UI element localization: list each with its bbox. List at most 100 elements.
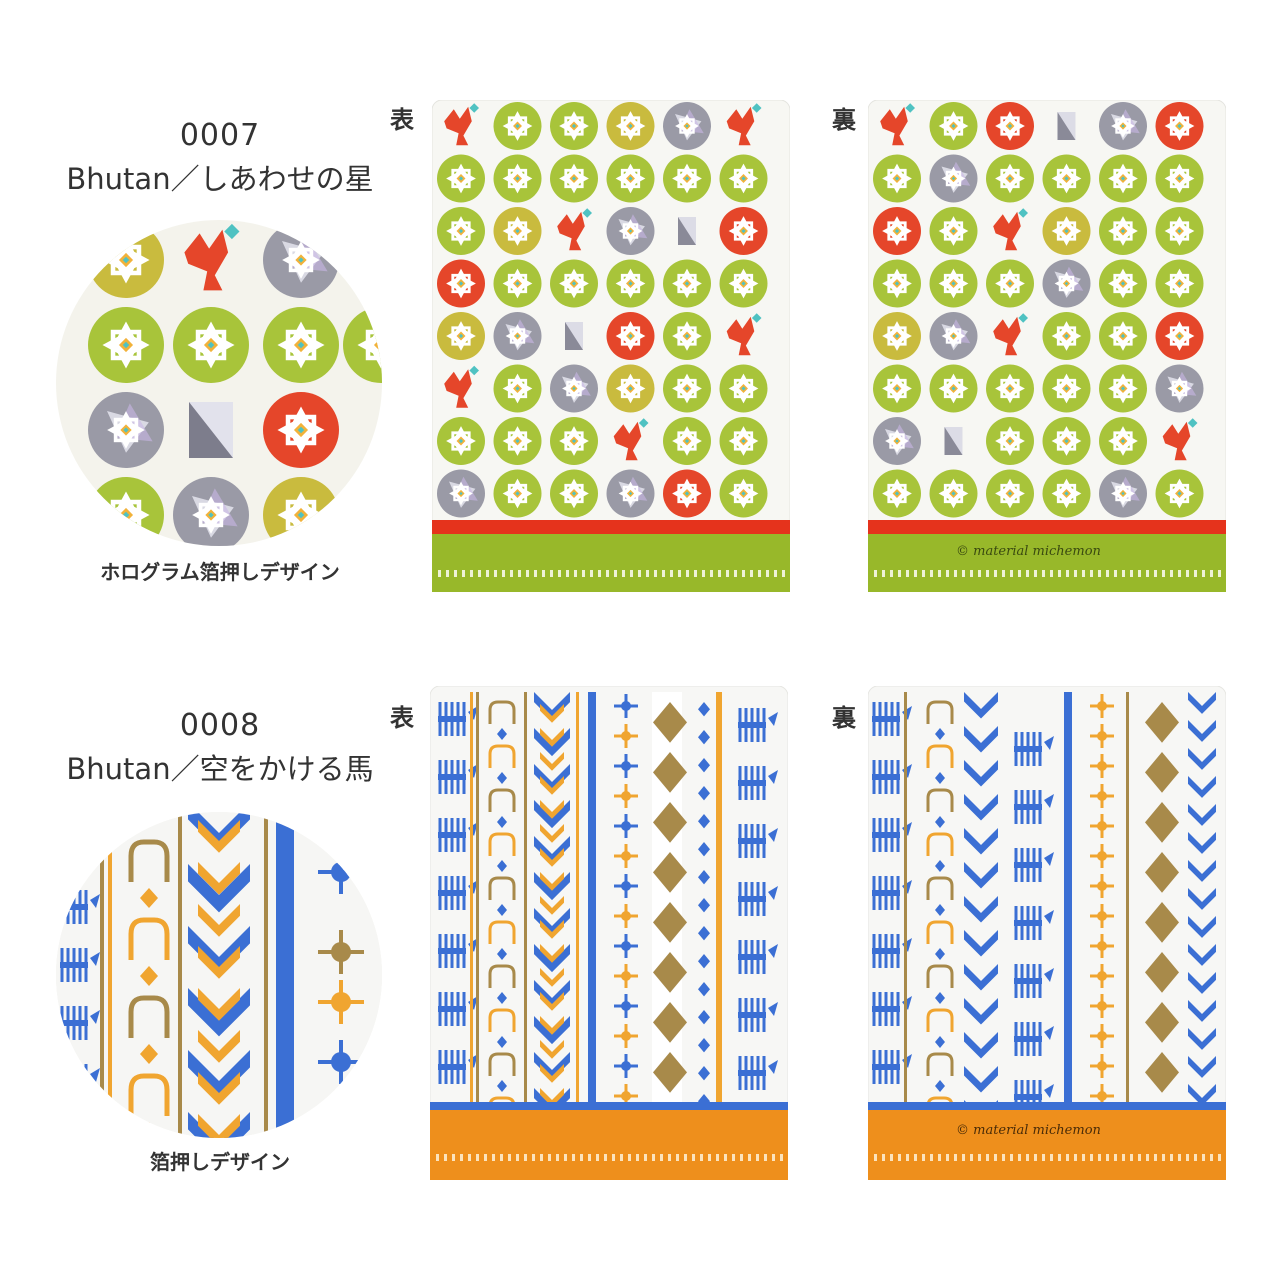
- star-motif: [184, 223, 240, 291]
- bird-motif: [1162, 421, 1191, 461]
- signature: © material michemon: [956, 1123, 1101, 1138]
- star-motif: [929, 259, 978, 308]
- star-motif: [550, 417, 598, 465]
- star-motif: [550, 154, 598, 203]
- zigzag-stripe: [198, 820, 240, 1138]
- blue-band: [868, 1102, 1226, 1110]
- star-motif: [1057, 112, 1076, 140]
- star-motif: [929, 364, 978, 413]
- star-motif: [873, 207, 921, 255]
- star-cross-stripe: [318, 850, 364, 1084]
- star-motif: [437, 312, 485, 360]
- star-motif: [1155, 312, 1204, 360]
- star-motif: [606, 259, 655, 308]
- folder-sheet: [430, 686, 788, 1180]
- star-motif: [873, 469, 921, 518]
- back-label: 裏: [832, 106, 856, 134]
- star-motif: [613, 418, 649, 461]
- star-motif: [663, 364, 711, 413]
- diamond-stripe: [1145, 702, 1179, 1093]
- star-motif: [663, 469, 711, 518]
- star-motif: [263, 222, 339, 298]
- star-motif: [1155, 207, 1204, 255]
- product-name: Bhutan／しあわせの星: [66, 162, 374, 196]
- product-name: Bhutan／空をかける馬: [66, 752, 374, 786]
- star-motif: [873, 312, 921, 360]
- bottom-strip: [430, 1110, 788, 1180]
- star-motif: [873, 364, 921, 413]
- star-motif: [1099, 417, 1147, 465]
- star-motif: [1042, 312, 1091, 360]
- blue-stripe: [588, 692, 596, 1102]
- star-motif: [1155, 259, 1204, 308]
- bird-motif: [557, 211, 585, 251]
- star-motif: [88, 392, 164, 468]
- horse-motif-stripe: [1014, 732, 1054, 1114]
- star-motif: [1042, 154, 1091, 203]
- star-motif: [606, 469, 655, 518]
- star-motif: [565, 322, 583, 350]
- star-motif: [437, 469, 485, 518]
- star-motif: [719, 364, 768, 413]
- star-motif: [1042, 207, 1091, 255]
- star-motif: [493, 154, 542, 203]
- bird-motif: [726, 316, 755, 356]
- star-motif: [1162, 418, 1198, 461]
- detail-zoom-circle: [56, 220, 382, 546]
- star-motif: [1099, 364, 1147, 413]
- red-band: [432, 520, 790, 534]
- star-motif: [929, 154, 978, 203]
- bird-motif: [444, 106, 472, 146]
- star-motif: [1042, 259, 1091, 308]
- star-motif: [678, 217, 696, 245]
- star-motif: [1042, 417, 1091, 465]
- star-motif: [493, 207, 542, 255]
- star-motif: [986, 102, 1034, 150]
- folder-sheet: [868, 686, 1226, 1180]
- back-label: 裏: [832, 704, 856, 732]
- star-motif: [189, 402, 233, 458]
- star-motif: [880, 103, 915, 146]
- back-folder-image: © material michemon: [868, 686, 1226, 1180]
- bird-motif: [444, 369, 472, 408]
- star-motif: [1099, 259, 1147, 308]
- star-motif: [986, 364, 1034, 413]
- star-motif: [663, 312, 711, 360]
- star-motif: [557, 208, 592, 251]
- star-motif: [173, 477, 249, 546]
- star-motif: [1099, 207, 1147, 255]
- bottom-strip: [868, 534, 1226, 592]
- star-motif: [929, 469, 978, 518]
- star-motif: [606, 102, 655, 150]
- star-motif: [986, 417, 1034, 465]
- blue-stripe: [1064, 692, 1072, 1102]
- glyph-stripe: [488, 700, 516, 1136]
- star-motif: [606, 364, 655, 413]
- star-motif: [437, 154, 485, 203]
- bird-motif: [993, 316, 1021, 356]
- bottom-strip: [432, 534, 790, 592]
- front-label: 表: [390, 106, 414, 134]
- star-motif: [663, 259, 711, 308]
- star-motif: [437, 259, 485, 308]
- star-motif: [263, 392, 339, 468]
- star-motif: [663, 417, 711, 465]
- star-motif: [493, 364, 542, 413]
- front-folder-image: [430, 686, 788, 1180]
- star-motif: [263, 307, 339, 383]
- star-motif: [493, 102, 542, 150]
- bird-motif: [880, 106, 908, 146]
- star-motif: [873, 417, 921, 465]
- signature: © material michemon: [956, 544, 1101, 559]
- bird-motif: [726, 106, 755, 146]
- zigzag-stripe: [1188, 692, 1216, 1106]
- star-motif: [550, 469, 598, 518]
- star-motif: [1099, 312, 1147, 360]
- star-motif: [1155, 154, 1204, 203]
- star-motif: [663, 102, 711, 150]
- product-code: 0007: [179, 118, 261, 153]
- detail-caption: 箔押しデザイン: [150, 1150, 290, 1174]
- star-motif: [493, 469, 542, 518]
- star-motif: [929, 207, 978, 255]
- star-motif: [88, 307, 164, 383]
